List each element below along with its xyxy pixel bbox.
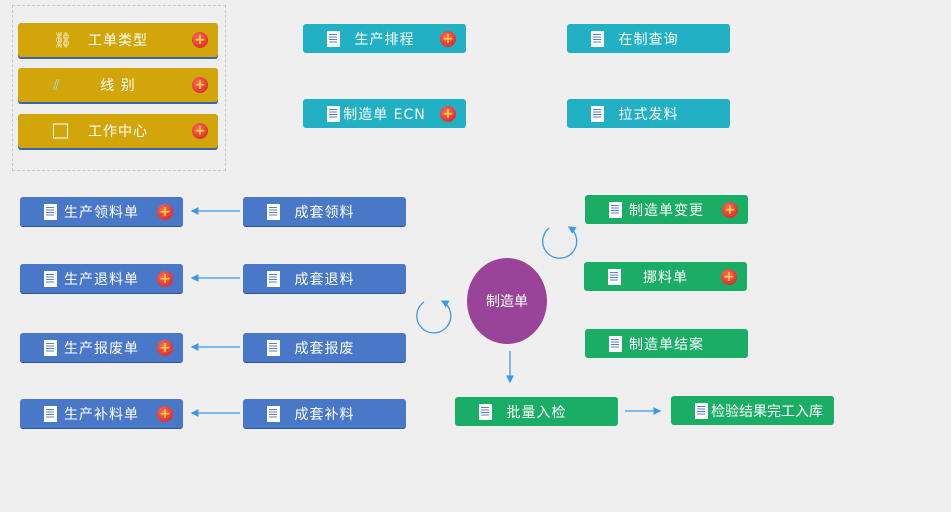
mo-ecn-button[interactable]: 制造单 ECN+ <box>303 99 466 128</box>
batch-inspect-button[interactable]: 批量入检 <box>455 397 618 426</box>
pull-issue-button[interactable]: 拉式发料 <box>567 99 730 128</box>
document-icon <box>695 402 708 419</box>
transfer-button[interactable]: 挪料单+ <box>584 262 747 291</box>
add-icon[interactable]: + <box>721 268 737 285</box>
document-icon <box>608 268 621 285</box>
add-icon[interactable]: + <box>157 270 173 287</box>
document-icon <box>267 339 280 356</box>
document-icon <box>479 403 492 420</box>
kit-supplement-button[interactable]: 成套补料 <box>243 399 406 428</box>
cycle-arrow-icon <box>416 300 452 334</box>
inspect-result-button[interactable]: 检验结果完工入库 <box>671 396 834 425</box>
document-icon <box>609 335 622 352</box>
document-icon <box>44 339 57 356</box>
document-icon <box>44 270 57 287</box>
work-center-button[interactable]: 工作中心+ <box>18 114 218 148</box>
add-icon[interactable]: + <box>157 405 173 422</box>
square-icon <box>53 123 68 139</box>
add-icon[interactable]: + <box>192 32 208 48</box>
prod-pick-button[interactable]: 生产领料单+ <box>20 197 183 226</box>
document-icon <box>609 201 622 218</box>
mo-change-button[interactable]: 制造单变更+ <box>585 195 748 224</box>
prod-scrap-button[interactable]: 生产报废单+ <box>20 333 183 362</box>
kit-scrap-button[interactable]: 成套报废 <box>243 333 406 362</box>
document-icon <box>591 105 604 122</box>
document-icon <box>327 105 340 122</box>
link-icon: ⛓ <box>53 31 73 49</box>
add-icon[interactable]: + <box>157 339 173 356</box>
document-icon <box>591 30 604 47</box>
wip-query-button[interactable]: 在制查询 <box>567 24 730 53</box>
mo-close-button[interactable]: 制造单结案 <box>585 329 748 358</box>
lines-icon: ⫽ <box>53 76 60 94</box>
add-icon[interactable]: + <box>440 105 456 122</box>
prod-return-button[interactable]: 生产退料单+ <box>20 264 183 293</box>
prod-supplement-button[interactable]: 生产补料单+ <box>20 399 183 428</box>
add-icon[interactable]: + <box>192 77 208 93</box>
add-icon[interactable]: + <box>192 123 208 139</box>
document-icon <box>267 203 280 220</box>
config-group <box>12 5 226 171</box>
cycle-arrow-icon <box>542 226 578 259</box>
add-icon[interactable]: + <box>722 201 738 218</box>
add-icon[interactable]: + <box>157 203 173 220</box>
work-order-type-button[interactable]: ⛓工单类型+ <box>18 23 218 57</box>
add-icon[interactable]: + <box>440 30 456 47</box>
line-button[interactable]: ⫽线 别+ <box>18 68 218 102</box>
document-icon <box>267 270 280 287</box>
document-icon <box>327 30 340 47</box>
manufacturing-order-node[interactable]: 制造单 <box>467 258 547 344</box>
document-icon <box>267 405 280 422</box>
kit-pick-button[interactable]: 成套领料 <box>243 197 406 226</box>
document-icon <box>44 203 57 220</box>
kit-return-button[interactable]: 成套退料 <box>243 264 406 293</box>
document-icon <box>44 405 57 422</box>
production-schedule-button[interactable]: 生产排程+ <box>303 24 466 53</box>
